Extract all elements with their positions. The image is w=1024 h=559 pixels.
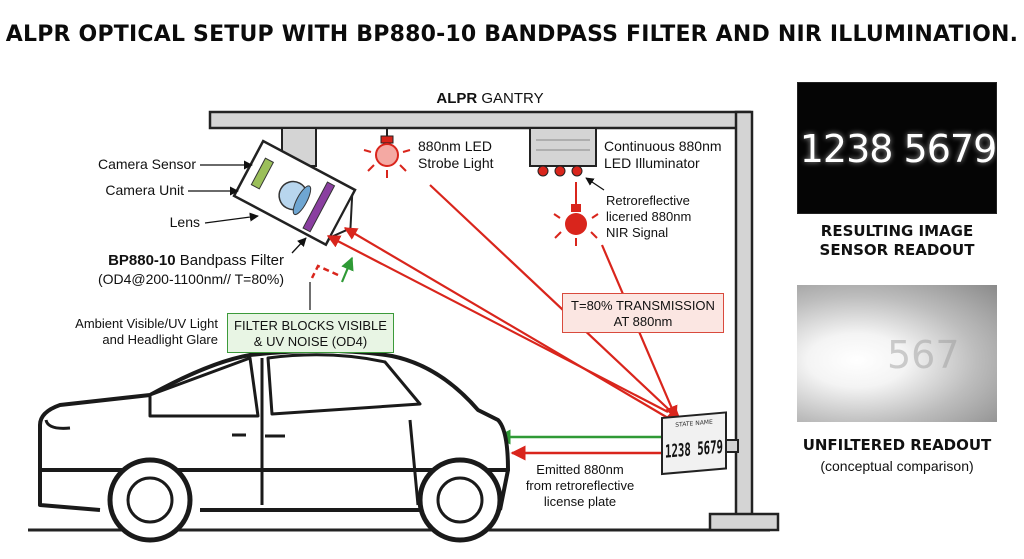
nir-signal-icon	[553, 182, 599, 246]
unfiltered-image-panel: 567	[797, 285, 997, 422]
filter-spec-label: (OD4@200-1100nm// T=80%)	[97, 271, 284, 287]
strobe-ray	[429, 184, 681, 421]
strobe-light-icon	[363, 128, 411, 178]
diagram-title: ALPR OPTICAL SETUP WITH BP880-10 BANDPAS…	[5, 22, 1019, 47]
license-plate: STATE NAME 1238 5679	[661, 411, 727, 476]
nir-return-ray	[343, 227, 669, 419]
unfiltered-panel-subtitle: (conceptual comparison)	[820, 458, 974, 474]
car-wheel	[417, 457, 503, 543]
blocked-noise-ray	[310, 264, 339, 279]
result-image-panel: 1238 5679	[797, 82, 997, 214]
car-wheel	[107, 457, 193, 543]
filter-blocks-box: FILTER BLOCKS VISIBLE& UV NOISE (OD4)	[227, 313, 394, 353]
gantry	[208, 110, 780, 532]
gantry-label: ALPR GANTRY	[436, 90, 544, 107]
plate-number: 1238 5679	[665, 437, 723, 463]
illuminator-icon	[529, 127, 597, 177]
camera-sensor-label: Camera Sensor	[97, 156, 196, 172]
unfiltered-panel-title: UNFILTERED READOUT	[802, 436, 992, 454]
result-plate-number: 1238 5679	[799, 127, 997, 171]
car-icon	[38, 348, 510, 512]
unfiltered-faint-text: 567	[887, 333, 960, 377]
filter-label: BP880-10 Bandpass Filter	[108, 252, 284, 269]
camera-unit-label: Camera Unit	[105, 182, 184, 198]
plate-header: STATE NAME	[675, 419, 713, 429]
lens-label: Lens	[169, 214, 200, 230]
nir-return-ray	[326, 235, 669, 413]
camera-unit-icon	[232, 139, 357, 247]
